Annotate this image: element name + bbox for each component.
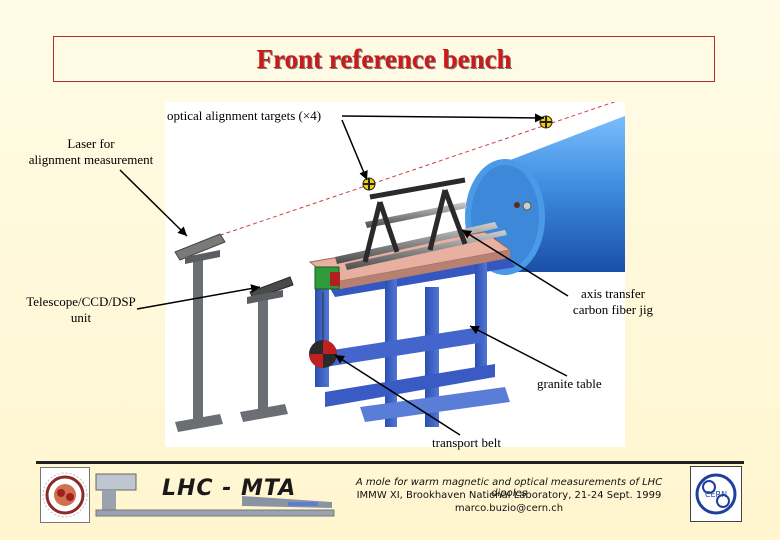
label-axis-transfer: axis transfer carbon fiber jig — [552, 286, 674, 318]
label-laser-line2: alignment measurement — [28, 152, 154, 167]
bench-illustration — [165, 99, 635, 447]
bench-drawing — [174, 99, 635, 432]
footer-line1: A mole for warm magnetic and optical mea… — [355, 477, 663, 499]
left-logo — [40, 467, 90, 523]
label-axis-line1: axis transfer — [581, 286, 645, 301]
label-telescope-line2: unit — [70, 310, 92, 325]
transport-wheel — [309, 292, 337, 368]
lhc-mta-banner: LHC - MTA — [92, 466, 337, 524]
label-axis-line2: carbon fiber jig — [572, 302, 654, 317]
page-title: Front reference bench — [256, 43, 512, 74]
accelerator-logo-icon — [42, 472, 88, 518]
target-2 — [539, 115, 553, 129]
laser-beam — [199, 99, 621, 243]
label-laser: Laser for alignment measurement — [12, 136, 170, 168]
footer-divider — [36, 461, 744, 464]
title-frame: Front reference bench — [53, 36, 715, 82]
label-telescope-line1: Telescope/CCD/DSP — [26, 294, 136, 309]
target-1 — [362, 177, 376, 191]
mole-device-icon — [95, 473, 335, 517]
cern-logo: CERN — [690, 466, 742, 522]
lhc-mta-logo-text: LHC - MTA — [162, 476, 297, 501]
label-optical-targets: optical alignment targets (×4) — [167, 108, 322, 123]
label-granite-table: granite table — [537, 376, 602, 391]
label-telescope: Telescope/CCD/DSP unit — [18, 294, 144, 326]
telescope-stand — [240, 276, 294, 422]
laser-stand — [174, 233, 226, 432]
cern-logo-icon: CERN — [691, 467, 741, 521]
footer-line2: IMMW XI, Brookhaven National Laboratory,… — [356, 490, 662, 501]
label-transport-belt: transport belt — [432, 435, 501, 450]
label-laser-line1: Laser for — [67, 136, 115, 151]
svg-text:CERN: CERN — [705, 490, 727, 499]
footer-email[interactable]: marco.buzio@cern.ch — [454, 503, 564, 514]
